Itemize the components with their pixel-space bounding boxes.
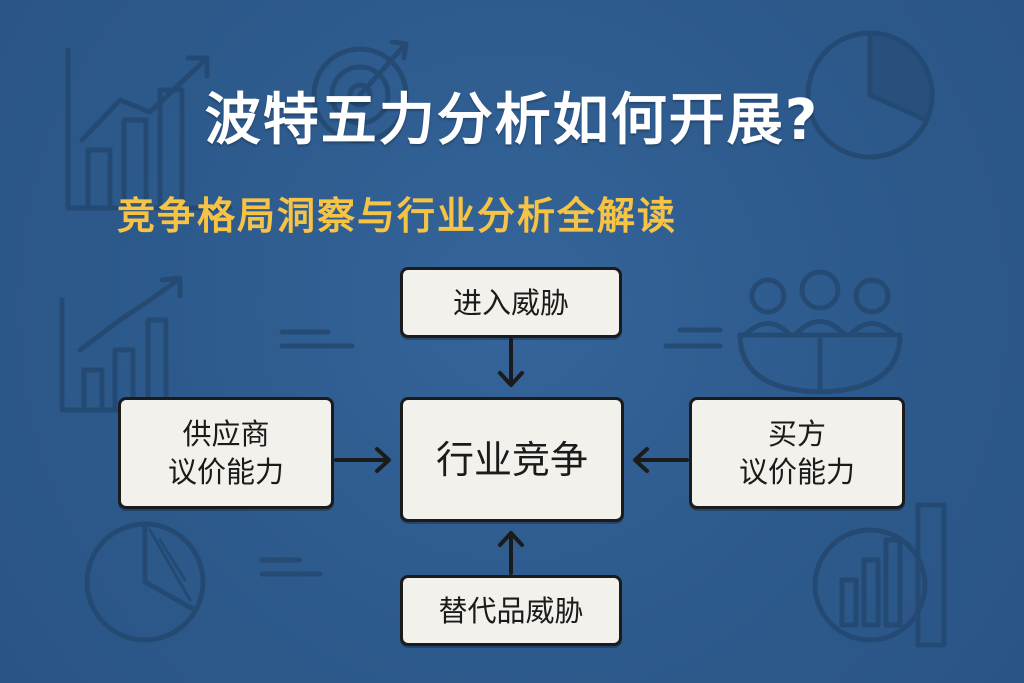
substitute-threat-label: 替代品威胁 [438, 593, 584, 628]
bar-chart-icon [65, 47, 233, 211]
target-icon [311, 39, 409, 144]
box-substitute-threat: 替代品威胁 [400, 575, 622, 646]
box-buyer-power: 买方 议价能力 [689, 397, 905, 509]
pie-chart-icon-bottom [84, 521, 206, 643]
industry-competition-label: 行业竞争 [435, 437, 588, 482]
box-industry-competition: 行业竞争 [400, 397, 624, 522]
page-subtitle: 竞争格局洞察与行业分析全解读 [117, 194, 678, 238]
entry-threat-label: 进入威胁 [452, 285, 569, 320]
growth-chart-icon [59, 275, 198, 413]
team-icon [737, 269, 903, 395]
box-supplier-power: 供应商 议价能力 [118, 397, 334, 509]
box-entry-threat: 进入威胁 [400, 267, 622, 338]
supplier-power-label: 供应商 议价能力 [167, 417, 284, 489]
buyer-power-label: 买方 议价能力 [738, 417, 855, 489]
bar-chart-icon-bottom [812, 502, 947, 648]
page-title: 波特五力分析如何开展? [204, 88, 820, 153]
pie-chart-icon [805, 30, 935, 160]
